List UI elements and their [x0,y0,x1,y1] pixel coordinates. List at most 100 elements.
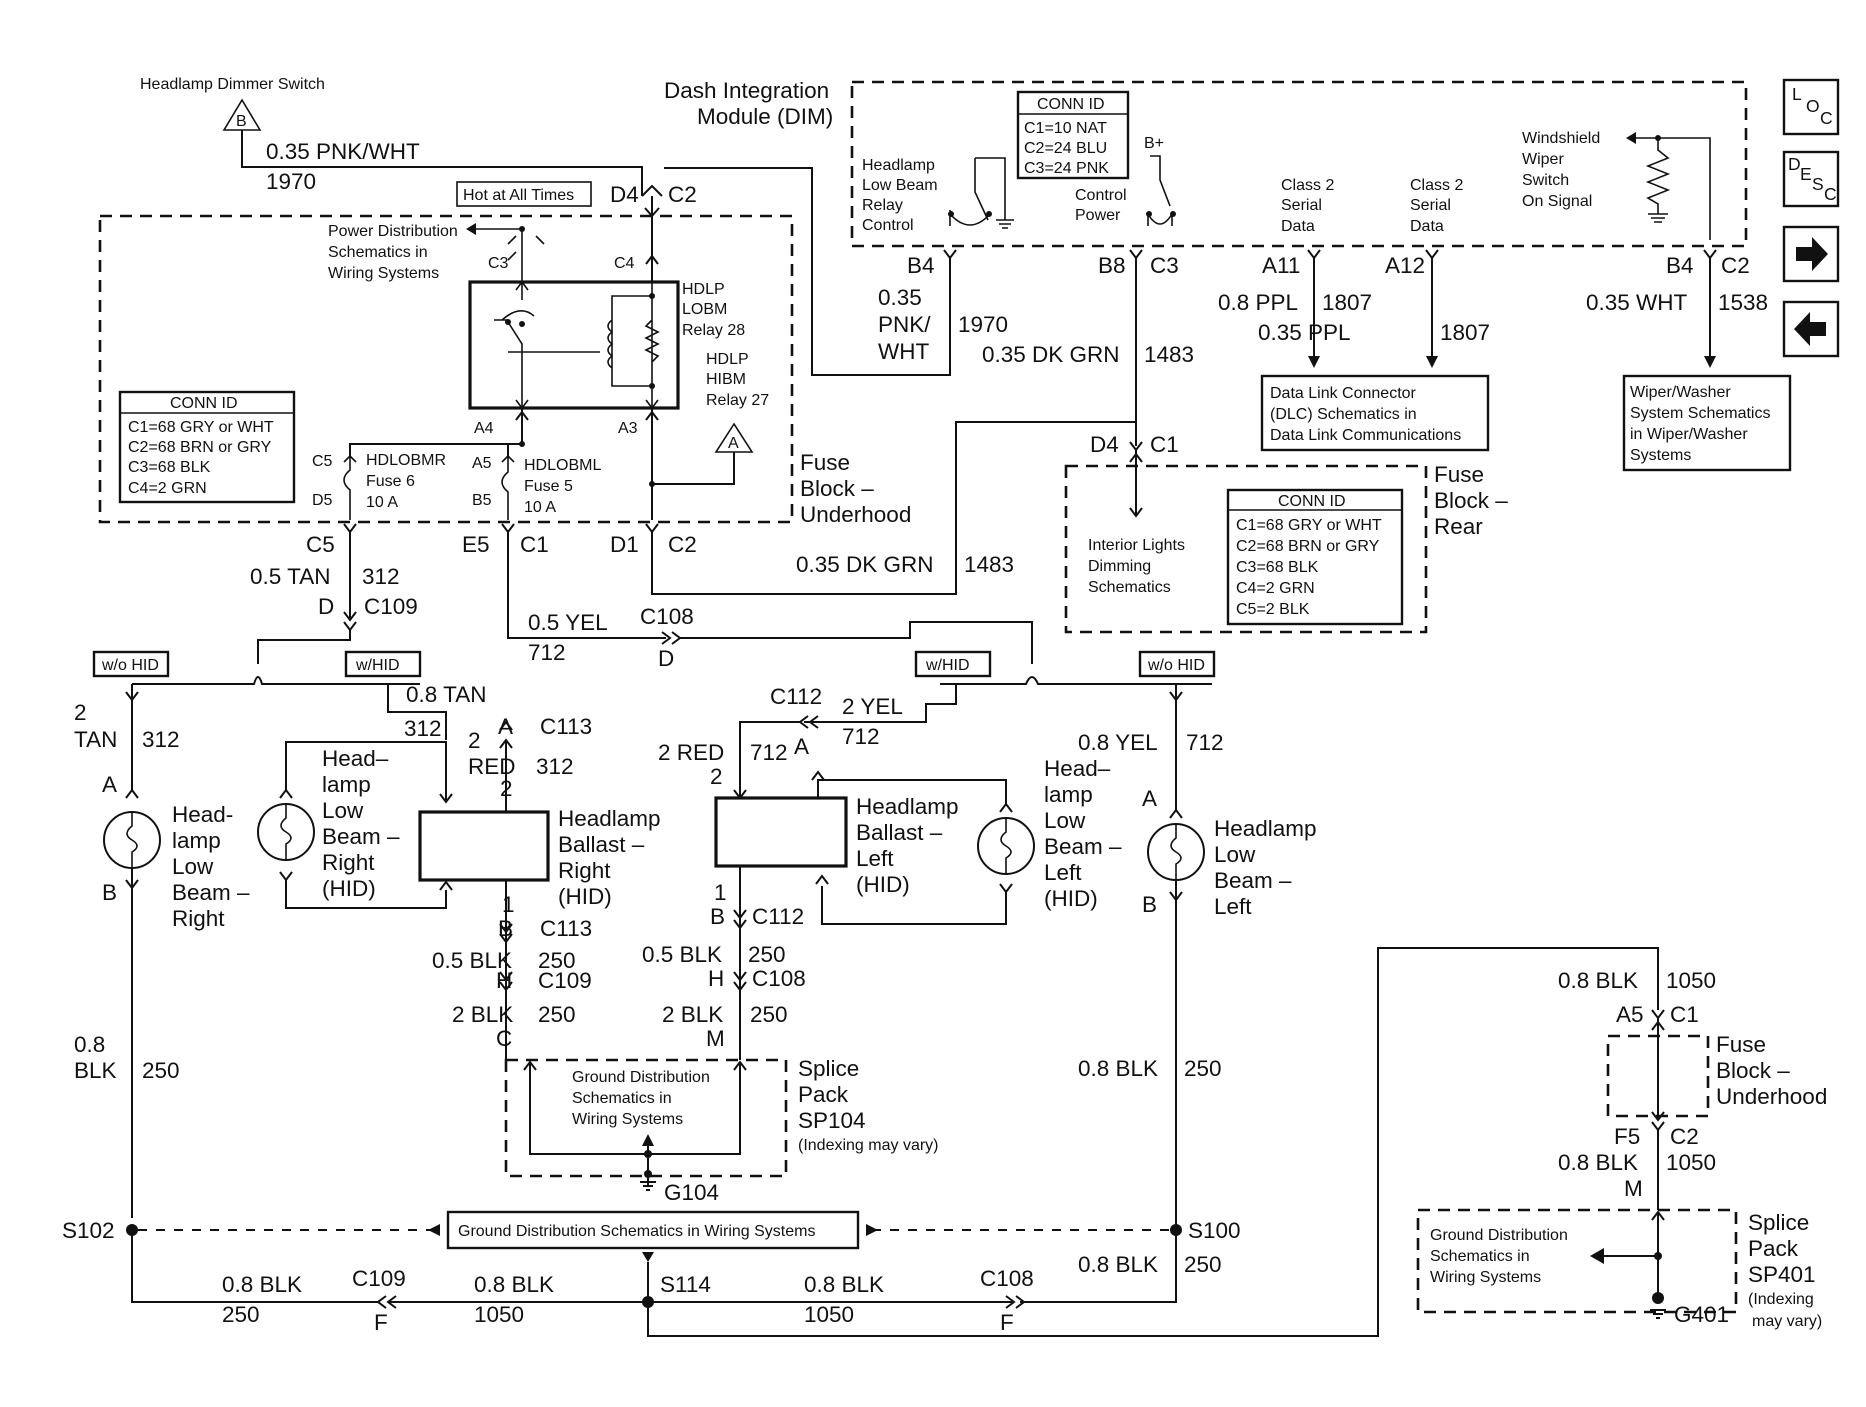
class2-b-l3: Data [1410,218,1444,235]
desc-letter-d: D [1788,154,1801,174]
br2-size: 0.8 BLK [1078,1252,1158,1277]
headlamp-low-left-symbol[interactable] [1147,823,1205,881]
lhid-wiring [811,770,1007,925]
wire-1970-size: 0.35 PNK/WHT [266,139,420,164]
wiper-washer-reference-box[interactable]: Wiper/Washer System Schematics in Wiper/… [1622,374,1792,472]
fuse-block-underhood-outline [98,214,794,524]
option-wo-hid-left[interactable]: w/o HID [92,650,170,678]
sp104-label-l1: Splice [798,1056,859,1081]
sp104-label-l3: SP104 [798,1108,866,1133]
desc-letter-e: E [1800,164,1812,184]
option-wo-hid-right[interactable]: w/o HID [1138,650,1216,678]
fb-pin-c5: C5 [306,532,335,557]
fb-conn-c2: C2=68 BRN or GRY [128,439,272,456]
w1970-circuit: 1970 [958,312,1008,337]
relay-ctrl-l3: Relay [862,197,903,214]
yel2-circuit: 712 [842,724,880,749]
lhid-label-l6: (HID) [1044,886,1098,911]
rf-pin-c1: C1 [1670,1002,1699,1027]
fb-conn-c3: C3=68 BLK [128,459,211,476]
lobm-l2: LOBM [682,301,727,318]
control-power-l1: Control [1075,187,1127,204]
w1483b-circuit: 1483 [964,552,1014,577]
pin-b5-fb: B5 [472,492,492,509]
prev-page-button[interactable] [1782,300,1840,358]
bottom-ground-wire [131,947,1659,1337]
red2-pin: 2 [710,764,723,789]
rear-pin-c1: C1 [1150,432,1179,457]
hibm-ref-letter: A [728,435,739,452]
ballast-right-box[interactable] [418,810,550,882]
hot-at-all-times-box [456,181,592,207]
w08blk-l-c: 250 [142,1058,180,1083]
dim-conn-c2: C2=24 BLU [1024,140,1107,157]
ground-distribution-reference[interactable]: Ground Distribution Schematics in Wiring… [446,1210,860,1250]
lblk2-circuit: 250 [750,1002,788,1027]
fb-conn-id-title: CONN ID [170,395,238,412]
rf-pin-f5: F5 [1614,1124,1640,1149]
pin-a3: A3 [618,420,638,437]
rballast-ground-wire [499,940,513,1060]
ballast-left-box[interactable] [714,796,848,868]
option-bar-left [132,676,420,685]
dlc-reference-box[interactable]: Data Link Connector (DLC) Schematics in … [1260,374,1490,452]
fuse5-l2: Fuse 5 [524,478,573,495]
loc-letter-c: C [1820,108,1833,128]
w312-label: 312 [404,716,442,741]
w1483-size: 0.35 DK GRN [982,342,1120,367]
next-page-button[interactable] [1782,225,1840,283]
pds-l2: Schematics in [328,244,428,261]
pin-c4-fb: C4 [614,255,635,272]
sp401-outline [1416,1208,1738,1314]
loc-letter-l: L [1792,84,1802,104]
lhid-label-l3: Low [1044,808,1086,833]
fb-underhood-title-l1: Fuse [800,450,850,475]
pin-d5-fb: D5 [312,492,333,509]
red2-circuit: 712 [750,740,788,765]
dim-module-outline [850,80,1748,248]
rhid-label-l6: (HID) [322,876,376,901]
w712-size: 0.5 YEL [528,610,608,635]
br-size: 0.8 BLK [804,1272,884,1297]
loc-button[interactable]: L O C [1782,78,1840,136]
wire-tan-08 [387,684,447,740]
option-w-hid-right[interactable]: w/HID [914,650,992,678]
c113b-label: C113 [540,916,592,941]
lballast-l2: Ballast – [856,820,943,845]
w08blk-r-c: 250 [1184,1056,1222,1081]
option-w-hid-left[interactable]: w/HID [344,650,422,678]
headlamp-hid-left-symbol[interactable] [977,817,1035,875]
headlamp-low-right-symbol[interactable] [103,811,161,869]
rhid-label-l4: Beam – [322,824,400,849]
w-hid-right-label: w/HID [925,657,970,674]
dim-conn-id-title: CONN ID [1037,96,1105,113]
w08blk-l-l1: 0.8 [74,1032,105,1057]
sp401-text-l2: Schematics in [1430,1248,1530,1265]
dim-pin-a11: A11 [1262,253,1300,278]
fb-conn-c4: C4=2 GRN [128,480,207,497]
fb-pin-e5: E5 [462,532,490,557]
headlamp-hid-right-symbol[interactable] [257,803,315,861]
s114-label: S114 [660,1272,711,1297]
wire-1483-lower [651,421,1137,595]
pin-d4-top: D4 [610,182,639,207]
desc-button[interactable]: D E S C [1782,150,1840,208]
relay-contacts [494,280,600,408]
s102-label: S102 [62,1218,115,1243]
w1538-size: 0.35 WHT [1586,290,1688,315]
w1970-l1: 0.35 [878,285,922,310]
llow-label-l2: Low [1214,842,1256,867]
pin-c2-top: C2 [668,182,697,207]
sp104-label-l4: (Indexing may vary) [798,1137,939,1154]
fb-conn-c1: C1=68 GRY or WHT [128,419,274,436]
w08blk-l-l2: BLK [74,1058,117,1083]
rf-size: 0.8 BLK [1558,968,1638,993]
fuse5-l3: 10 A [524,499,556,516]
c113b-l1: 1 [502,892,515,917]
interior-l3: Schematics [1088,579,1171,596]
red2-size: 2 RED [658,740,724,765]
wiper-signal-l4: On Signal [1522,193,1592,210]
fb-rear-title-l2: Block – [1434,488,1508,513]
c113a-pin: A [498,714,513,739]
